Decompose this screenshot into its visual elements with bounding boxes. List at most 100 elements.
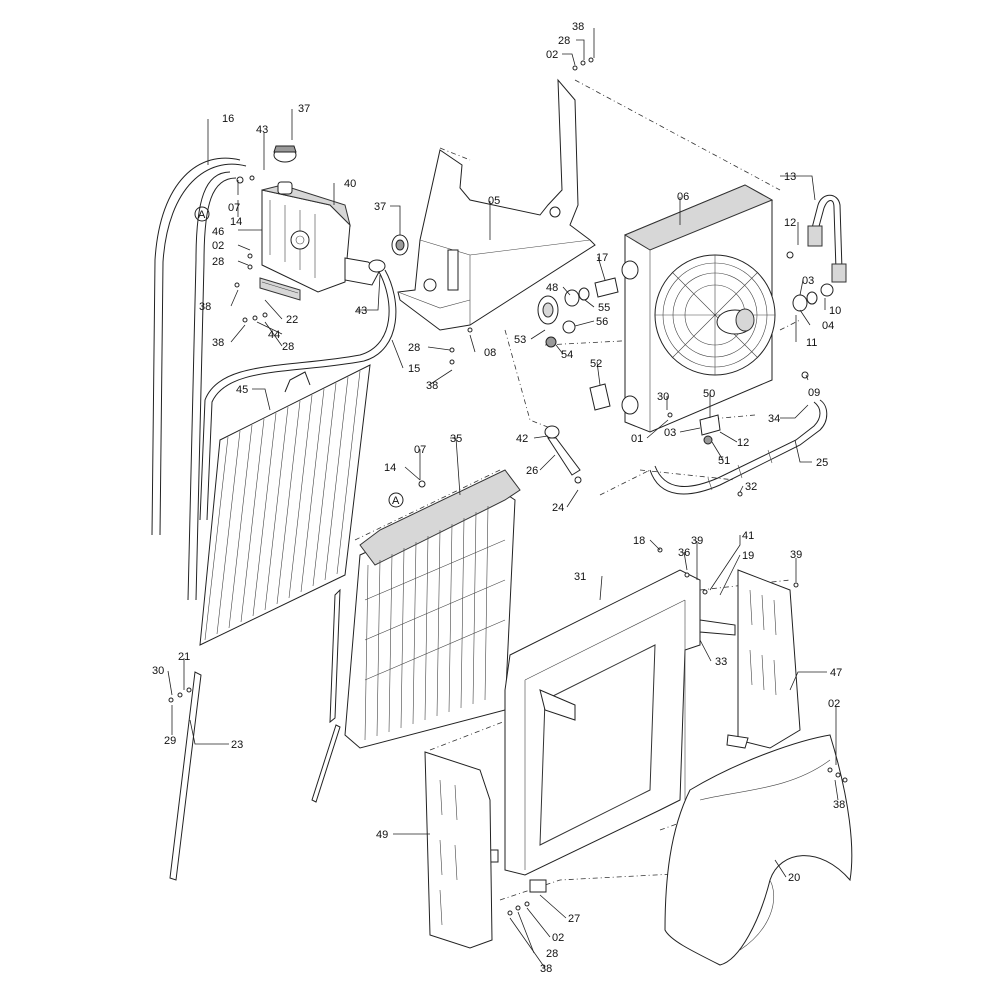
callout-42: 42 — [516, 433, 528, 445]
fittings-center — [537, 277, 619, 411]
callout-18: 18 — [633, 535, 645, 547]
hardware-dots — [168, 57, 848, 916]
callout-30: 30 — [152, 665, 164, 677]
callout-23: 23 — [231, 739, 243, 751]
hydraulic-hose — [807, 194, 847, 283]
callout-12: 12 — [784, 217, 796, 229]
callout-17: 17 — [596, 252, 608, 264]
callout-01: 01 — [631, 433, 643, 445]
callout-20: 20 — [788, 872, 800, 884]
callout-21: 21 — [178, 651, 190, 663]
charge-air-cooler — [199, 364, 371, 646]
valve-block — [699, 414, 721, 445]
callout-13: 13 — [784, 171, 796, 183]
callout-24: 24 — [552, 502, 564, 514]
seal-strip-2 — [311, 724, 341, 803]
callout-53: 53 — [514, 334, 526, 346]
seal-strip — [169, 671, 202, 881]
callout-15: 15 — [408, 363, 420, 375]
callout-02: 02 — [828, 698, 840, 710]
fittings-right — [786, 251, 834, 379]
callout-08: 08 — [484, 347, 496, 359]
callout-33: 33 — [715, 656, 727, 668]
callout-03: 03 — [664, 427, 676, 439]
callout-47: 47 — [830, 667, 842, 679]
callout-37: 37 — [298, 103, 310, 115]
callout-25: 25 — [816, 457, 828, 469]
reference-A2: A — [392, 495, 400, 507]
filler-cap — [273, 145, 297, 163]
expansion-tank — [261, 181, 386, 293]
callout-39: 39 — [691, 535, 703, 547]
coolant-hose — [151, 157, 247, 601]
callout-35: 35 — [450, 433, 462, 445]
callout-27: 27 — [568, 913, 580, 925]
reference-A1: A — [198, 209, 206, 221]
callout-28: 28 — [558, 35, 570, 47]
callout-10: 10 — [829, 305, 841, 317]
tank-bracket — [259, 277, 301, 301]
callout-06: 06 — [677, 191, 689, 203]
cap-37-right — [391, 234, 409, 256]
callout-28: 28 — [546, 948, 558, 960]
callout-07: 07 — [228, 202, 240, 214]
callout-51: 51 — [718, 455, 730, 467]
callout-56: 56 — [596, 316, 608, 328]
callout-54: 54 — [561, 349, 573, 361]
callout-26: 26 — [526, 465, 538, 477]
callout-46: 46 — [212, 226, 224, 238]
callout-12: 12 — [737, 437, 749, 449]
callout-02: 02 — [546, 49, 558, 61]
callout-14: 14 — [230, 216, 242, 228]
callout-48: 48 — [546, 282, 558, 294]
callout-49: 49 — [376, 829, 388, 841]
callout-05: 05 — [488, 195, 500, 207]
callout-02: 02 — [212, 240, 224, 252]
leader-lines — [167, 28, 839, 969]
callout-39: 39 — [790, 549, 802, 561]
callout-02: 02 — [552, 932, 564, 944]
radiator — [329, 469, 521, 749]
callout-38: 38 — [199, 301, 211, 313]
callout-43: 43 — [355, 305, 367, 317]
callout-labels: 38 28 02 37 16 43 40 13 05 06 37 07 14 4… — [152, 21, 845, 975]
callout-09: 09 — [808, 387, 820, 399]
hydraulic-pipe — [649, 399, 828, 495]
callout-44: 44 — [268, 329, 280, 341]
callout-03: 03 — [802, 275, 814, 287]
callout-31: 31 — [574, 571, 586, 583]
callout-41: 41 — [742, 530, 754, 542]
callout-40: 40 — [344, 178, 356, 190]
callout-38: 38 — [833, 799, 845, 811]
callout-11: 11 — [806, 337, 817, 349]
callout-52: 52 — [590, 358, 602, 370]
callout-38: 38 — [572, 21, 584, 33]
side-panel-right — [726, 569, 801, 749]
reference-marks: A A — [194, 206, 404, 508]
callout-07: 07 — [414, 444, 426, 456]
cooler-fan-assembly — [621, 184, 776, 433]
callout-22: 22 — [286, 314, 298, 326]
radiator-frame — [487, 569, 736, 876]
hose-26 — [544, 425, 582, 484]
callout-38: 38 — [540, 963, 552, 975]
callout-34: 34 — [768, 413, 780, 425]
callout-50: 50 — [703, 388, 715, 400]
callout-38: 38 — [426, 380, 438, 392]
side-panel-left — [424, 751, 547, 949]
callout-37: 37 — [374, 201, 386, 213]
callout-28: 28 — [408, 342, 420, 354]
callout-43: 43 — [256, 124, 268, 136]
callout-45: 45 — [236, 384, 248, 396]
callout-38: 38 — [212, 337, 224, 349]
callout-55: 55 — [598, 302, 610, 314]
mounting-frame — [397, 78, 596, 331]
callout-16: 16 — [222, 113, 234, 125]
callout-04: 04 — [822, 320, 834, 332]
callout-30: 30 — [657, 391, 669, 403]
callout-29: 29 — [164, 735, 176, 747]
fan-shroud — [664, 734, 853, 966]
callout-28: 28 — [282, 341, 294, 353]
callout-36: 36 — [678, 547, 690, 559]
